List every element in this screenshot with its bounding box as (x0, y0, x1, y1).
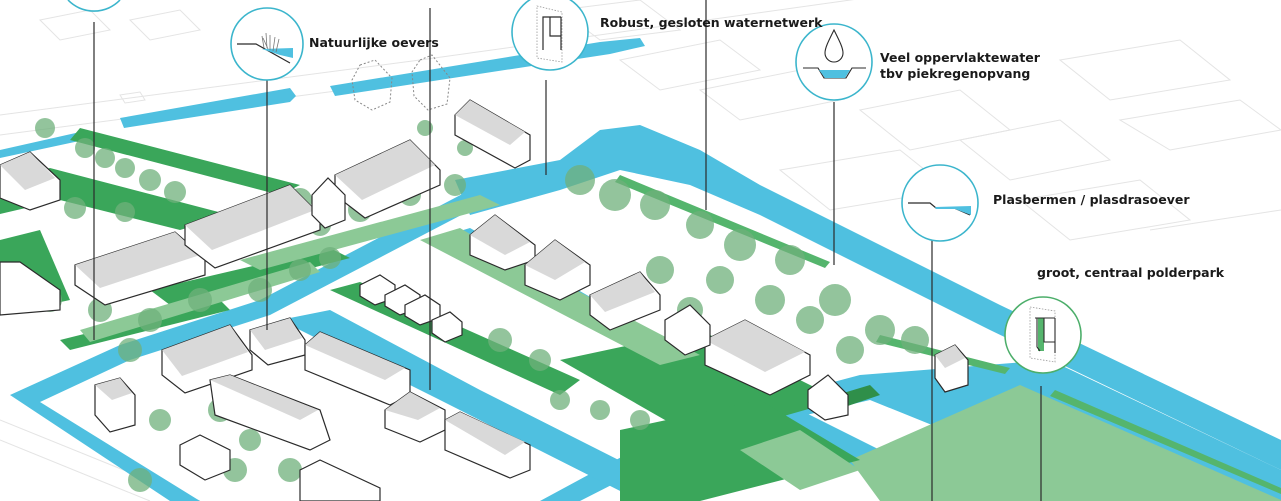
water-strip-left (120, 88, 296, 128)
water-drop-basin-icon (795, 23, 873, 101)
house (299, 459, 381, 501)
polder-park (850, 385, 1281, 501)
wet-bank-profile-icon (901, 164, 979, 242)
callout-circle-partial (67, 0, 121, 12)
water-strip-far-left (0, 132, 84, 158)
inner-canal-diagonal (280, 310, 700, 501)
house (431, 311, 463, 343)
dashed-tree-outlines (351, 54, 451, 111)
house (0, 261, 61, 316)
house (311, 177, 346, 229)
label-water-network: Robust, gesloten waternetwerk (600, 15, 823, 30)
natural-bank-icon (230, 7, 304, 81)
house (179, 434, 231, 481)
label-surface-water-line2: tbv piekregenopvang (880, 66, 1031, 81)
park-edge-strip (1050, 390, 1281, 494)
leader-lines (93, 0, 1042, 501)
houses (0, 99, 969, 501)
inner-canal-ring (10, 190, 490, 501)
water-network-icon (511, 0, 589, 71)
label-natural-banks: Natuurlijke oevers (309, 35, 439, 50)
polder-park-icon (1004, 296, 1082, 374)
bank-strip-upper (615, 175, 830, 268)
label-plasbermen: Plasbermen / plasdrasoever (993, 192, 1190, 207)
house (664, 304, 711, 356)
label-surface-water-line1: Veel oppervlaktewater (880, 50, 1040, 65)
house (807, 374, 849, 421)
label-polder-park: groot, centraal polderpark (1037, 265, 1225, 280)
